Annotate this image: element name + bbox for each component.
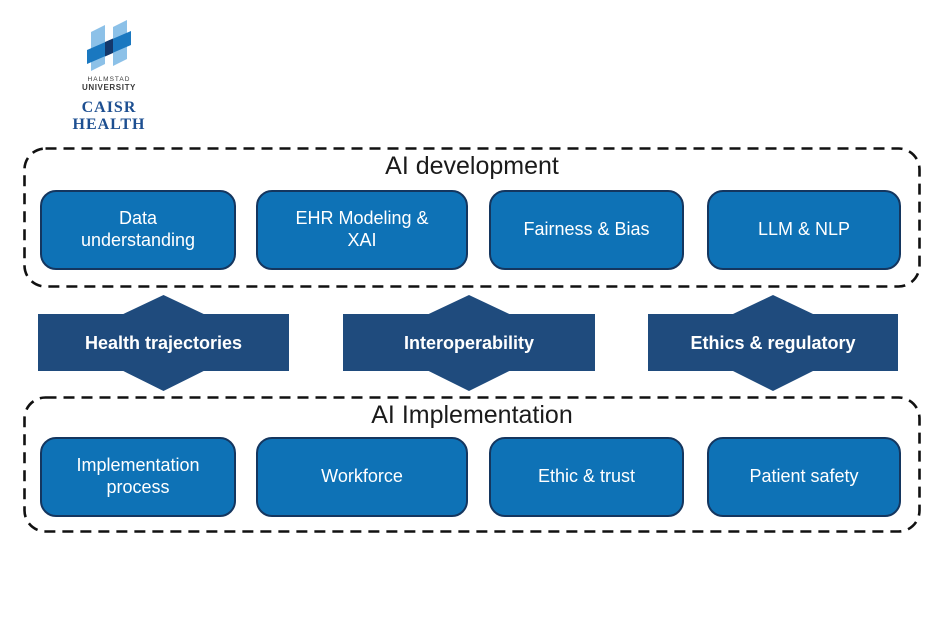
box-fairness-bias: Fairness & Bias [489,190,684,270]
box-implementation-process: Implementation process [40,437,236,517]
box-ehr-modeling-xai: EHR Modeling & XAI [256,190,468,270]
institution-name-line1: HALMSTAD [87,76,131,83]
box-patient-safety: Patient safety [707,437,901,517]
box-ethic-trust: Ethic & trust [489,437,684,517]
ai-implementation-title: AI Implementation [371,401,573,429]
group-name-line2: HEALTH [72,116,146,134]
institution-name-line2: UNIVERSITY [81,83,136,93]
double-arrow-shape-icon [38,295,289,391]
bridge-label: Ethics & regulatory [690,332,856,353]
bridge-interoperability: Interoperability [343,295,595,391]
halmstad-caisr-logo: HALMSTAD UNIVERSITY CAISR HEALTH [53,16,165,134]
halmstad-h-icon [87,20,131,71]
box-llm-nlp: LLM & NLP [707,190,901,270]
bridge-ethics-regulatory: Ethics & regulatory [648,295,898,391]
bridge-health-trajectories: Health trajectories [38,295,289,391]
ai-development-panel: AI development Data understanding EHR Mo… [23,147,921,288]
bridge-label: Interoperability [403,332,535,353]
double-arrow-shape-icon [343,295,595,391]
group-name-line1: CAISR [81,98,137,116]
ai-implementation-panel: AI Implementation Implementation process… [23,396,921,533]
box-data-understanding: Data understanding [40,190,236,270]
box-workforce: Workforce [256,437,468,517]
double-arrow-shape-icon [648,295,898,391]
ai-development-title: AI development [385,152,559,180]
ai-development-dashed-border [23,147,921,288]
bridge-label: Health trajectories [84,332,243,353]
